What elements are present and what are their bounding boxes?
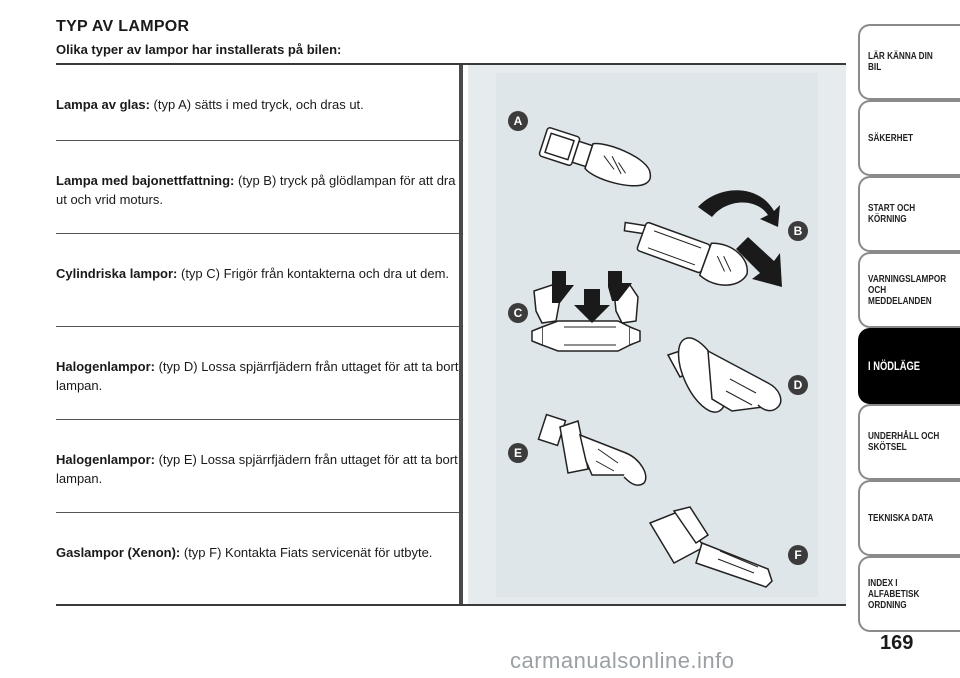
separator [56,419,460,420]
tab-index[interactable]: INDEX I ALFABETISK ORDNING [858,556,960,632]
tab-lar-kanna-din-bil[interactable]: LÄR KÄNNA DIN BIL [858,24,960,100]
tab-underhall-och-skotsel[interactable]: UNDERHÅLL OCH SKÖTSEL [858,404,960,480]
lamp-entry-label: Halogenlampor: [56,359,155,374]
tab-label: START OCH KÖRNING [868,202,916,225]
lamp-entry-label: Cylindriska lampor: [56,266,178,281]
marker-b: B [788,221,808,241]
tab-start-och-korning[interactable]: START OCH KÖRNING [858,176,960,252]
tab-label: VARNINGSLAMPOR OCH MEDDELANDEN [868,272,947,307]
lamp-entry-text: (typ F) Kontakta Fiats servicenät för ut… [180,545,433,560]
rotate-arrow-icon [698,190,780,227]
push-arrow-icon [736,237,782,287]
bottom-rule [56,604,846,606]
arrow-down-right-icon [608,271,632,301]
section-subtitle: Olika typer av lampor har installerats p… [56,42,342,57]
marker-f: F [788,545,808,565]
lamp-entry-d: Halogenlampor: (typ D) Lossa spjärrfjäde… [56,357,460,395]
bulb-b-icon [623,221,748,286]
tab-i-nodlage[interactable]: I NÖDLÄGE [858,328,960,404]
lamp-entry-label: Lampa av glas: [56,97,150,112]
page-number: 169 [880,632,914,654]
lamp-entry-text: (typ B) tryck på glödlampan för att dra … [56,173,456,207]
tab-sakerhet[interactable]: SÄKERHET [858,100,960,176]
separator [56,140,460,141]
marker-a: A [508,111,528,131]
arrow-down-left-icon [552,271,574,303]
tab-label: INDEX I ALFABETISK ORDNING [868,576,920,611]
lamp-entry-label: Halogenlampor: [56,452,155,467]
lamp-entry-c: Cylindriska lampor: (typ C) Frigör från … [56,264,460,283]
lamp-illustration-panel: A B C D E F [468,65,846,605]
separator [56,326,460,327]
separator [56,512,460,513]
lamp-entry-f: Gaslampor (Xenon): (typ F) Kontakta Fiat… [56,543,460,562]
arrow-down-icon [574,289,610,323]
lamp-type-list: Lampa av glas: (typ A) sätts i med tryck… [56,65,460,605]
watermark: carmanualsonline.info [510,648,735,673]
marker-e: E [508,443,528,463]
lamp-entry-label: Lampa med bajonettfattning: [56,173,235,188]
tab-label: SÄKERHET [868,131,914,144]
marker-c: C [508,303,528,323]
separator [56,233,460,234]
lamp-illustration [531,127,782,588]
lamp-entry-text: (typ D) Lossa spjärrfjädern från uttaget… [56,359,459,393]
lamp-entry-e: Halogenlampor: (typ E) Lossa spjärrfjäde… [56,450,460,488]
bulb-f-icon [648,506,773,588]
lamp-entry-text: (typ A) sätts i med tryck, och dras ut. [149,97,364,112]
bulb-e-icon [537,413,647,486]
marker-d: D [788,375,808,395]
lamp-entry-text: (typ E) Lossa spjärrfjädern från uttaget… [56,452,458,486]
tab-label: UNDERHÅLL OCH SKÖTSEL [868,430,940,453]
bulb-d-icon [666,337,782,413]
tab-label: I NÖDLÄGE [868,358,921,373]
top-rule [56,63,846,65]
tab-label: LÄR KÄNNA DIN BIL [868,50,933,73]
lamp-entry-text: (typ C) Frigör från kontakterna och dra … [177,266,450,281]
lamp-entry-b: Lampa med bajonettfattning: (typ B) tryc… [56,171,460,209]
lamp-entry-a: Lampa av glas: (typ A) sätts i med tryck… [56,95,460,114]
bulb-a-icon [538,127,652,187]
tab-varningslampor[interactable]: VARNINGSLAMPOR OCH MEDDELANDEN [858,252,960,328]
tab-label: TEKNISKA DATA [868,511,934,524]
lamp-entry-label: Gaslampor (Xenon): [56,545,181,560]
column-divider [459,65,463,605]
section-title: TYP AV LAMPOR [56,18,190,35]
tab-tekniska-data[interactable]: TEKNISKA DATA [858,480,960,556]
